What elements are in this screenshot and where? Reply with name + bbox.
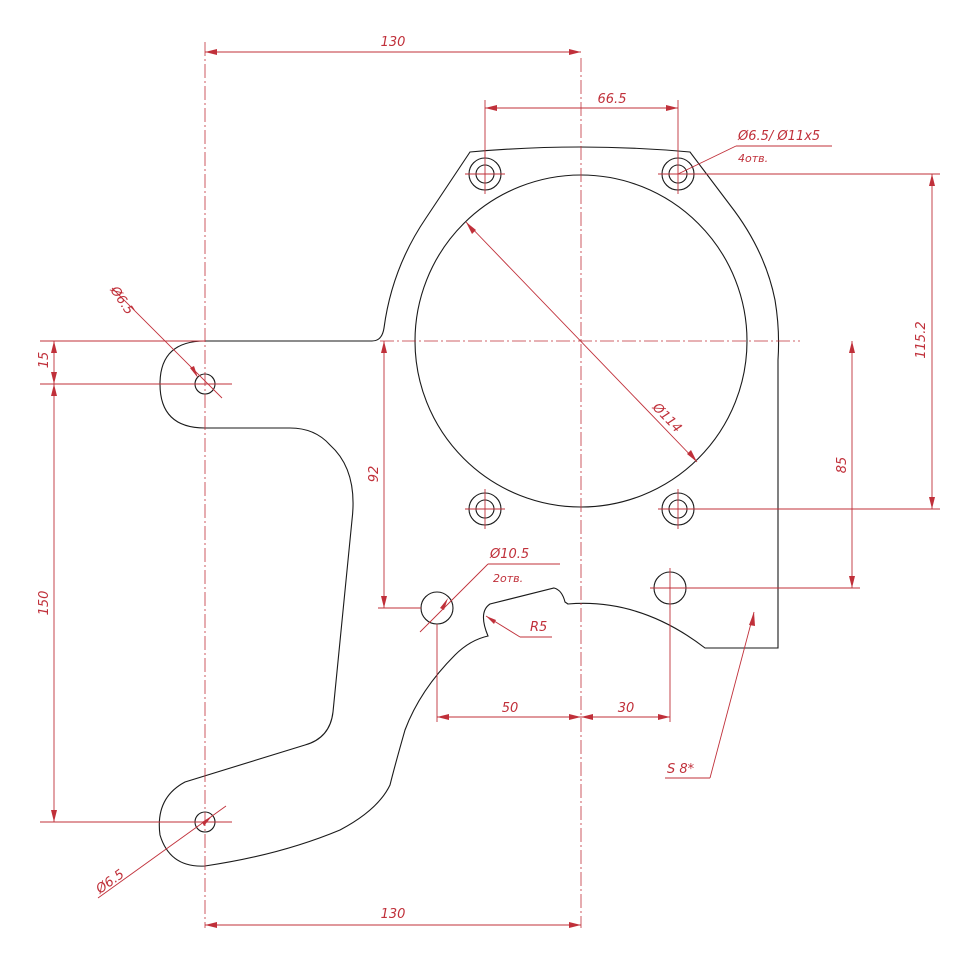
- lower-hole-count: 2отв.: [493, 572, 523, 585]
- dim-hole-spacing: 66.5: [598, 92, 627, 107]
- dim-left-top-offset: 15: [37, 352, 52, 369]
- thickness-label: S 8*: [667, 762, 695, 777]
- dim-bottom-width: 130: [381, 907, 406, 922]
- mount-hole-spec: Ø6.5/ Ø11x5: [737, 129, 820, 144]
- dim-right-height: 115.2: [914, 321, 929, 358]
- dimensions: 130 66.5 Ø6.5/ Ø11x5 4отв. Ø114 115.2 85: [37, 35, 940, 928]
- fillet-radius: R5: [530, 620, 547, 635]
- dim-bottom-right-offset: 30: [618, 701, 635, 716]
- lower-hole-spec: Ø10.5: [489, 547, 529, 562]
- dim-top-width: 130: [381, 35, 406, 50]
- dim-right-inner-height: 85: [835, 457, 850, 474]
- dim-bottom-left-offset: 50: [502, 701, 519, 716]
- mount-hole-count: 4отв.: [738, 152, 768, 165]
- dim-inner-height: 92: [367, 466, 382, 483]
- dim-left-height: 150: [37, 591, 52, 616]
